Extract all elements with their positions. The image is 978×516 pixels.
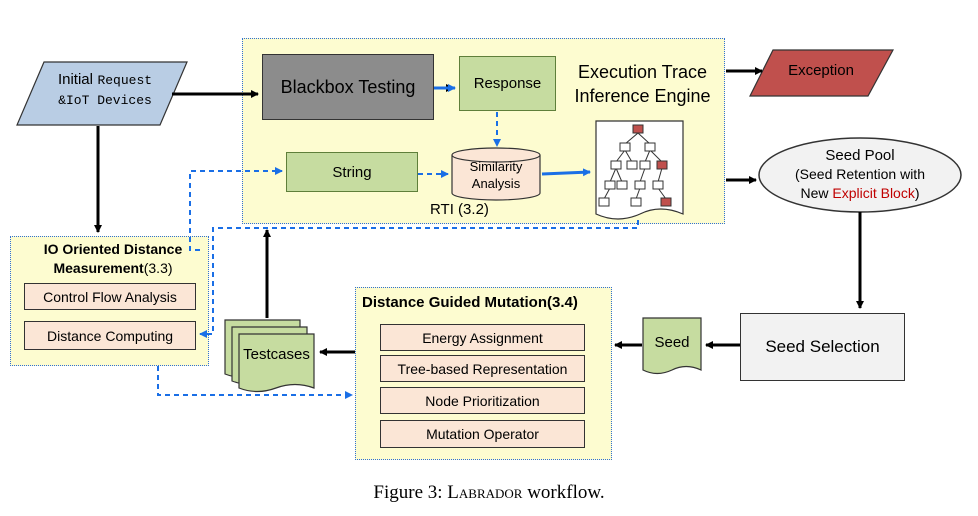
rti-label: RTI (3.2) [430,201,489,218]
blackbox-testing-box: Blackbox Testing [262,54,434,120]
io-distance-section: (3.3) [143,260,173,276]
io-distance-title-line-2: Measurement [53,260,144,276]
input-mono-2: &IoT Devices [58,93,152,108]
similarity-line-1: Similarity [469,159,523,174]
blackbox-testing-label: Blackbox Testing [280,76,416,97]
seed-pool-highlight: Explicit Block [832,185,915,201]
io-distance-title: IO Oriented Distance Measurement(3.3) [18,240,208,278]
caption-suffix: workflow. [522,482,605,503]
response-label: Response [473,75,542,92]
engine-title-line-2: Inference Engine [574,86,711,106]
trace-tree-document [595,120,684,220]
seed-pool-line-3-suffix: ) [914,185,920,201]
node-prioritization-label: Node Prioritization [425,392,540,409]
seed-document [642,317,702,375]
similarity-label: Similarity Analysis [452,158,540,192]
control-flow-analysis-label: Control Flow Analysis [43,288,177,305]
seed-pool-line-2: (Seed Retention with [795,166,925,182]
node-prioritization-box: Node Prioritization [380,387,585,414]
tree-based-representation-label: Tree-based Representation [397,360,568,377]
string-label: String [332,163,372,181]
seed-selection-label: Seed Selection [765,337,880,356]
engine-title: Execution Trace Inference Engine [560,60,725,108]
input-mono-1: Request [97,73,153,88]
input-prefix: Initial [57,71,93,88]
exception-label: Exception [788,62,854,79]
energy-assignment-label: Energy Assignment [422,329,543,346]
similarity-line-2: Analysis [471,176,521,191]
seed-label: Seed [654,334,690,351]
string-box: String [286,152,418,192]
response-box: Response [459,56,556,111]
seed-pool-title: Seed Pool [825,147,895,164]
figure-caption: Figure 3: Labrador workflow. [0,482,978,504]
io-distance-title-line-1: IO Oriented Distance [43,241,183,257]
caption-prefix: Figure 3: [373,482,448,503]
tree-based-representation-box: Tree-based Representation [380,355,585,382]
exception-shape [749,49,895,97]
engine-title-line-1: Execution Trace [577,62,708,82]
similarity-cylinder [451,147,541,201]
distance-computing-label: Distance Computing [46,327,174,344]
mutation-title: Distance Guided Mutation(3.4) [362,294,578,311]
testcases-stack [224,319,315,393]
seed-selection-box: Seed Selection [740,313,905,381]
testcases-label: Testcases [243,346,310,363]
energy-assignment-box: Energy Assignment [380,324,585,351]
seed-pool-line-3-prefix: New [800,185,833,201]
seed-pool-text: Seed Pool (Seed Retention with New Expli… [760,146,960,203]
caption-name: Labrador [447,482,523,503]
distance-computing-box: Distance Computing [24,321,196,350]
control-flow-analysis-box: Control Flow Analysis [24,283,196,310]
input-shape [16,61,188,126]
mutation-operator-label: Mutation Operator [426,426,539,442]
input-label: Initial Request &IoT Devices [40,70,170,116]
mutation-operator-box: Mutation Operator [380,420,585,448]
